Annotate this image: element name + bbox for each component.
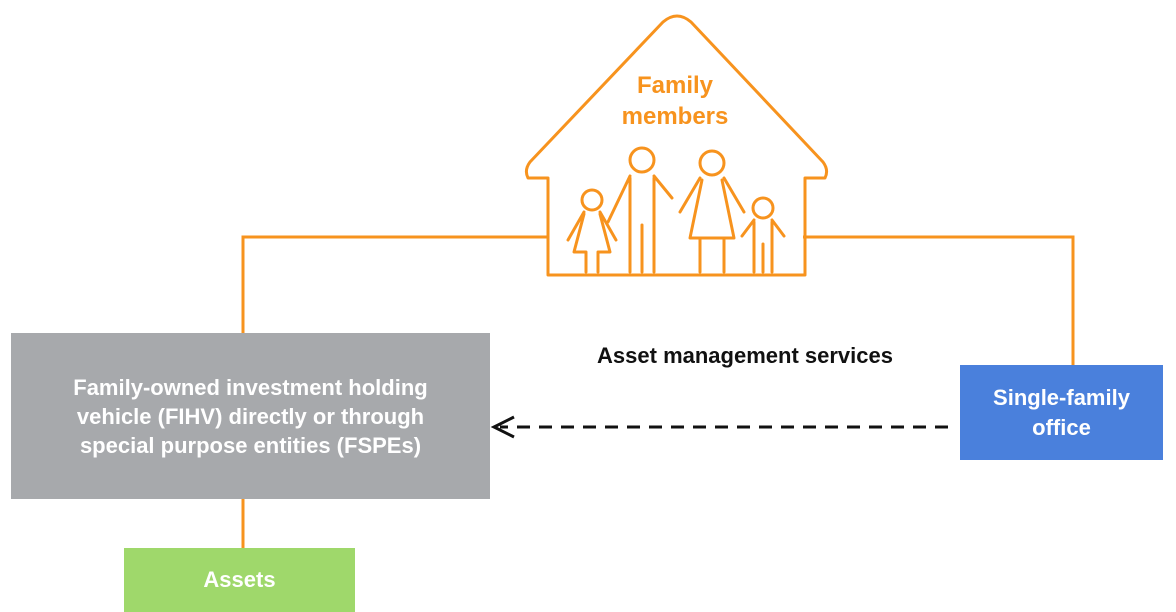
figure-adult-woman-head [698, 149, 726, 177]
single-family-office-label: Single-family office [993, 384, 1130, 440]
connector-family-to-sfo [803, 235, 1075, 365]
fihv-label: Family-owned investment holding vehicle … [73, 374, 428, 458]
family-members-label-line1: Family [636, 72, 714, 99]
figure-adult-woman-body [678, 176, 746, 274]
family-figures-icon [566, 146, 786, 274]
asset-management-services-label: Asset management services [597, 343, 893, 368]
asset-services-arrowhead [490, 415, 515, 439]
family-members-label: Family members [590, 70, 760, 132]
figure-adult-man-head [628, 146, 656, 174]
assets-node: Assets [124, 548, 355, 612]
single-family-office-node: Single-family office [960, 365, 1163, 460]
house-icon [524, 14, 829, 277]
figure-child-boy-body [740, 218, 786, 274]
figure-child-girl-body [566, 210, 618, 274]
figure-child-girl-head [580, 188, 604, 212]
figure-child-boy-head [751, 196, 775, 220]
fihv-node: Family-owned investment holding vehicle … [11, 333, 490, 499]
family-members-label-line2: members [621, 103, 729, 130]
assets-label: Assets [203, 567, 276, 592]
connector-family-to-fihv [241, 235, 548, 333]
figure-adult-man-body [606, 174, 674, 274]
